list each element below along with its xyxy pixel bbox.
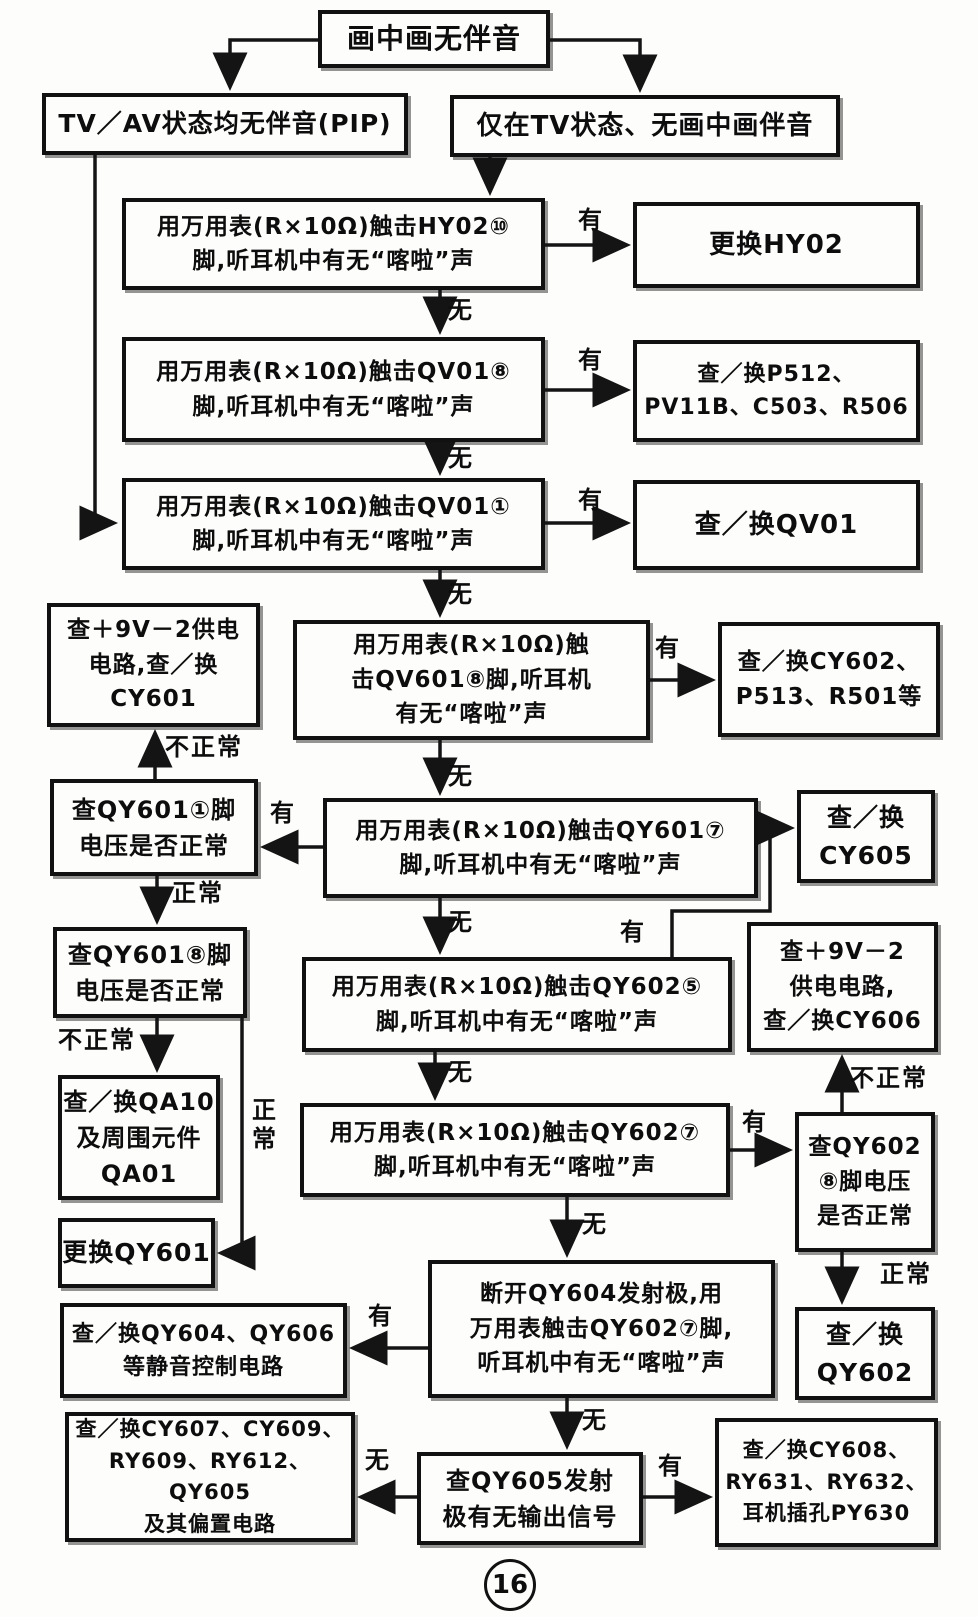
edge-qy601-8-normal	[217, 1018, 256, 1271]
node-pip-no-audio: 画中画无伴音	[318, 10, 550, 68]
node-tv-only: 仅在TV状态、无画中画伴音	[450, 95, 840, 157]
edge-label-qy602-8-normal: 正常	[880, 1260, 932, 1288]
edge-label-qv01-1-yes: 有	[578, 486, 604, 514]
edge-label-qy605-no: 无	[365, 1446, 391, 1474]
node-test-qy605: 查QY605发射 极有无输出信号	[417, 1452, 643, 1545]
node-check-p512: 查／换P512、 PV11B、C503、R506	[633, 340, 920, 442]
edge-label-qy602-7-no: 无	[582, 1210, 608, 1238]
node-check-cy605: 查／换 CY605	[797, 790, 935, 883]
edge-label-hy02-no: 无	[448, 296, 474, 324]
node-test-qy601-7: 用万用表(R×10Ω)触击QY601⑦ 脚,听耳机中有无“喀啦”声	[323, 798, 758, 898]
node-tv-av-both: TV／AV状态均无伴音(PIP)	[42, 93, 408, 155]
edge-tvav-to-qv01-1	[79, 155, 118, 541]
edge-label-qy605-yes: 有	[658, 1452, 684, 1480]
page-number-badge: 16	[484, 1559, 536, 1611]
edge-root-to-tvonly	[550, 38, 658, 93]
edge-label-qy602-5-no: 无	[448, 1058, 474, 1086]
edge-label-qy601-7-no: 无	[448, 908, 474, 936]
node-test-qy604: 断开QY604发射极,用 万用表触击QY602⑦脚, 听耳机中有无“喀啦”声	[428, 1260, 775, 1398]
edge-qy602-5-yes	[670, 810, 795, 957]
node-check-qa10: 查／换QA10 及周围元件 QA01	[58, 1075, 220, 1200]
edge-label-hy02-yes: 有	[578, 206, 604, 234]
edge-label-qy601-8-abnormal: 不正常	[58, 1026, 136, 1054]
edge-label-qy602-5-yes: 有	[620, 918, 646, 946]
node-check-qy602-8: 查QY602 ⑧脚电压 是否正常	[795, 1112, 935, 1252]
node-check-cy607: 查／换CY607、CY609、 RY609、RY612、QY605 及其偏置电路	[65, 1412, 355, 1542]
edge-label-qy601-1-normal: 正常	[172, 879, 224, 907]
edge-label-qv01-8-yes: 有	[578, 346, 604, 374]
node-replace-hy02: 更换HY02	[633, 202, 920, 288]
node-test-hy02: 用万用表(R×10Ω)触击HY02⑩ 脚,听耳机中有无“喀啦”声	[122, 198, 545, 290]
edge-label-qy601-7-yes: 有	[270, 799, 296, 827]
edge-label-qy602-7-yes: 有	[742, 1108, 768, 1136]
node-check-cy608: 查／换CY608、 RY631、RY632、 耳机插孔PY630	[715, 1418, 938, 1547]
node-check-qy601-8: 查QY601⑧脚 电压是否正常	[53, 927, 247, 1018]
node-test-qv01-1: 用万用表(R×10Ω)触击QV01① 脚,听耳机中有无“喀啦”声	[122, 478, 545, 570]
node-check-cy606: 查＋9V－2 供电电路, 查／换CY606	[747, 922, 938, 1052]
edge-label-qv601-8-no: 无	[448, 762, 474, 790]
node-check-qy602: 查／换 QY602	[795, 1307, 935, 1400]
node-test-qv601-8: 用万用表(R×10Ω)触 击QV601⑧脚,听耳机 有无“喀啦”声	[293, 620, 650, 740]
edge-label-qv01-1-no: 无	[448, 580, 474, 608]
edge-label-qv01-8-no: 无	[448, 444, 474, 472]
node-check-cy602: 查／换CY602、 P513、R501等	[718, 622, 940, 737]
edge-root-to-tvav	[212, 38, 318, 91]
edge-label-qv601-8-yes: 有	[655, 634, 681, 662]
edge-label-qy604-yes: 有	[368, 1302, 394, 1330]
edge-label-qy604-no: 无	[582, 1406, 608, 1434]
node-test-qv01-8: 用万用表(R×10Ω)触击QV01⑧ 脚,听耳机中有无“喀啦”声	[122, 337, 545, 442]
node-replace-qy601: 更换QY601	[58, 1218, 215, 1288]
node-check-qy604-606: 查／换QY604、QY606 等静音控制电路	[60, 1303, 347, 1398]
node-check-qy601-1: 查QY601①脚 电压是否正常	[50, 779, 258, 876]
edge-label-qy602-8-abnormal: 不正常	[850, 1064, 928, 1092]
node-check-cy601: 查＋9V－2供电 电路,查／换 CY601	[47, 603, 260, 727]
node-check-qv01: 查／换QV01	[633, 480, 920, 570]
edge-label-qy601-1-abnormal: 不正常	[165, 733, 243, 761]
node-test-qy602-5: 用万用表(R×10Ω)触击QY602⑤ 脚,听耳机中有无“喀啦”声	[302, 957, 732, 1052]
edge-label-qy601-8-normal: 正 常	[252, 1096, 278, 1153]
node-test-qy602-7: 用万用表(R×10Ω)触击QY602⑦ 脚,听耳机中有无“喀啦”声	[300, 1103, 730, 1197]
